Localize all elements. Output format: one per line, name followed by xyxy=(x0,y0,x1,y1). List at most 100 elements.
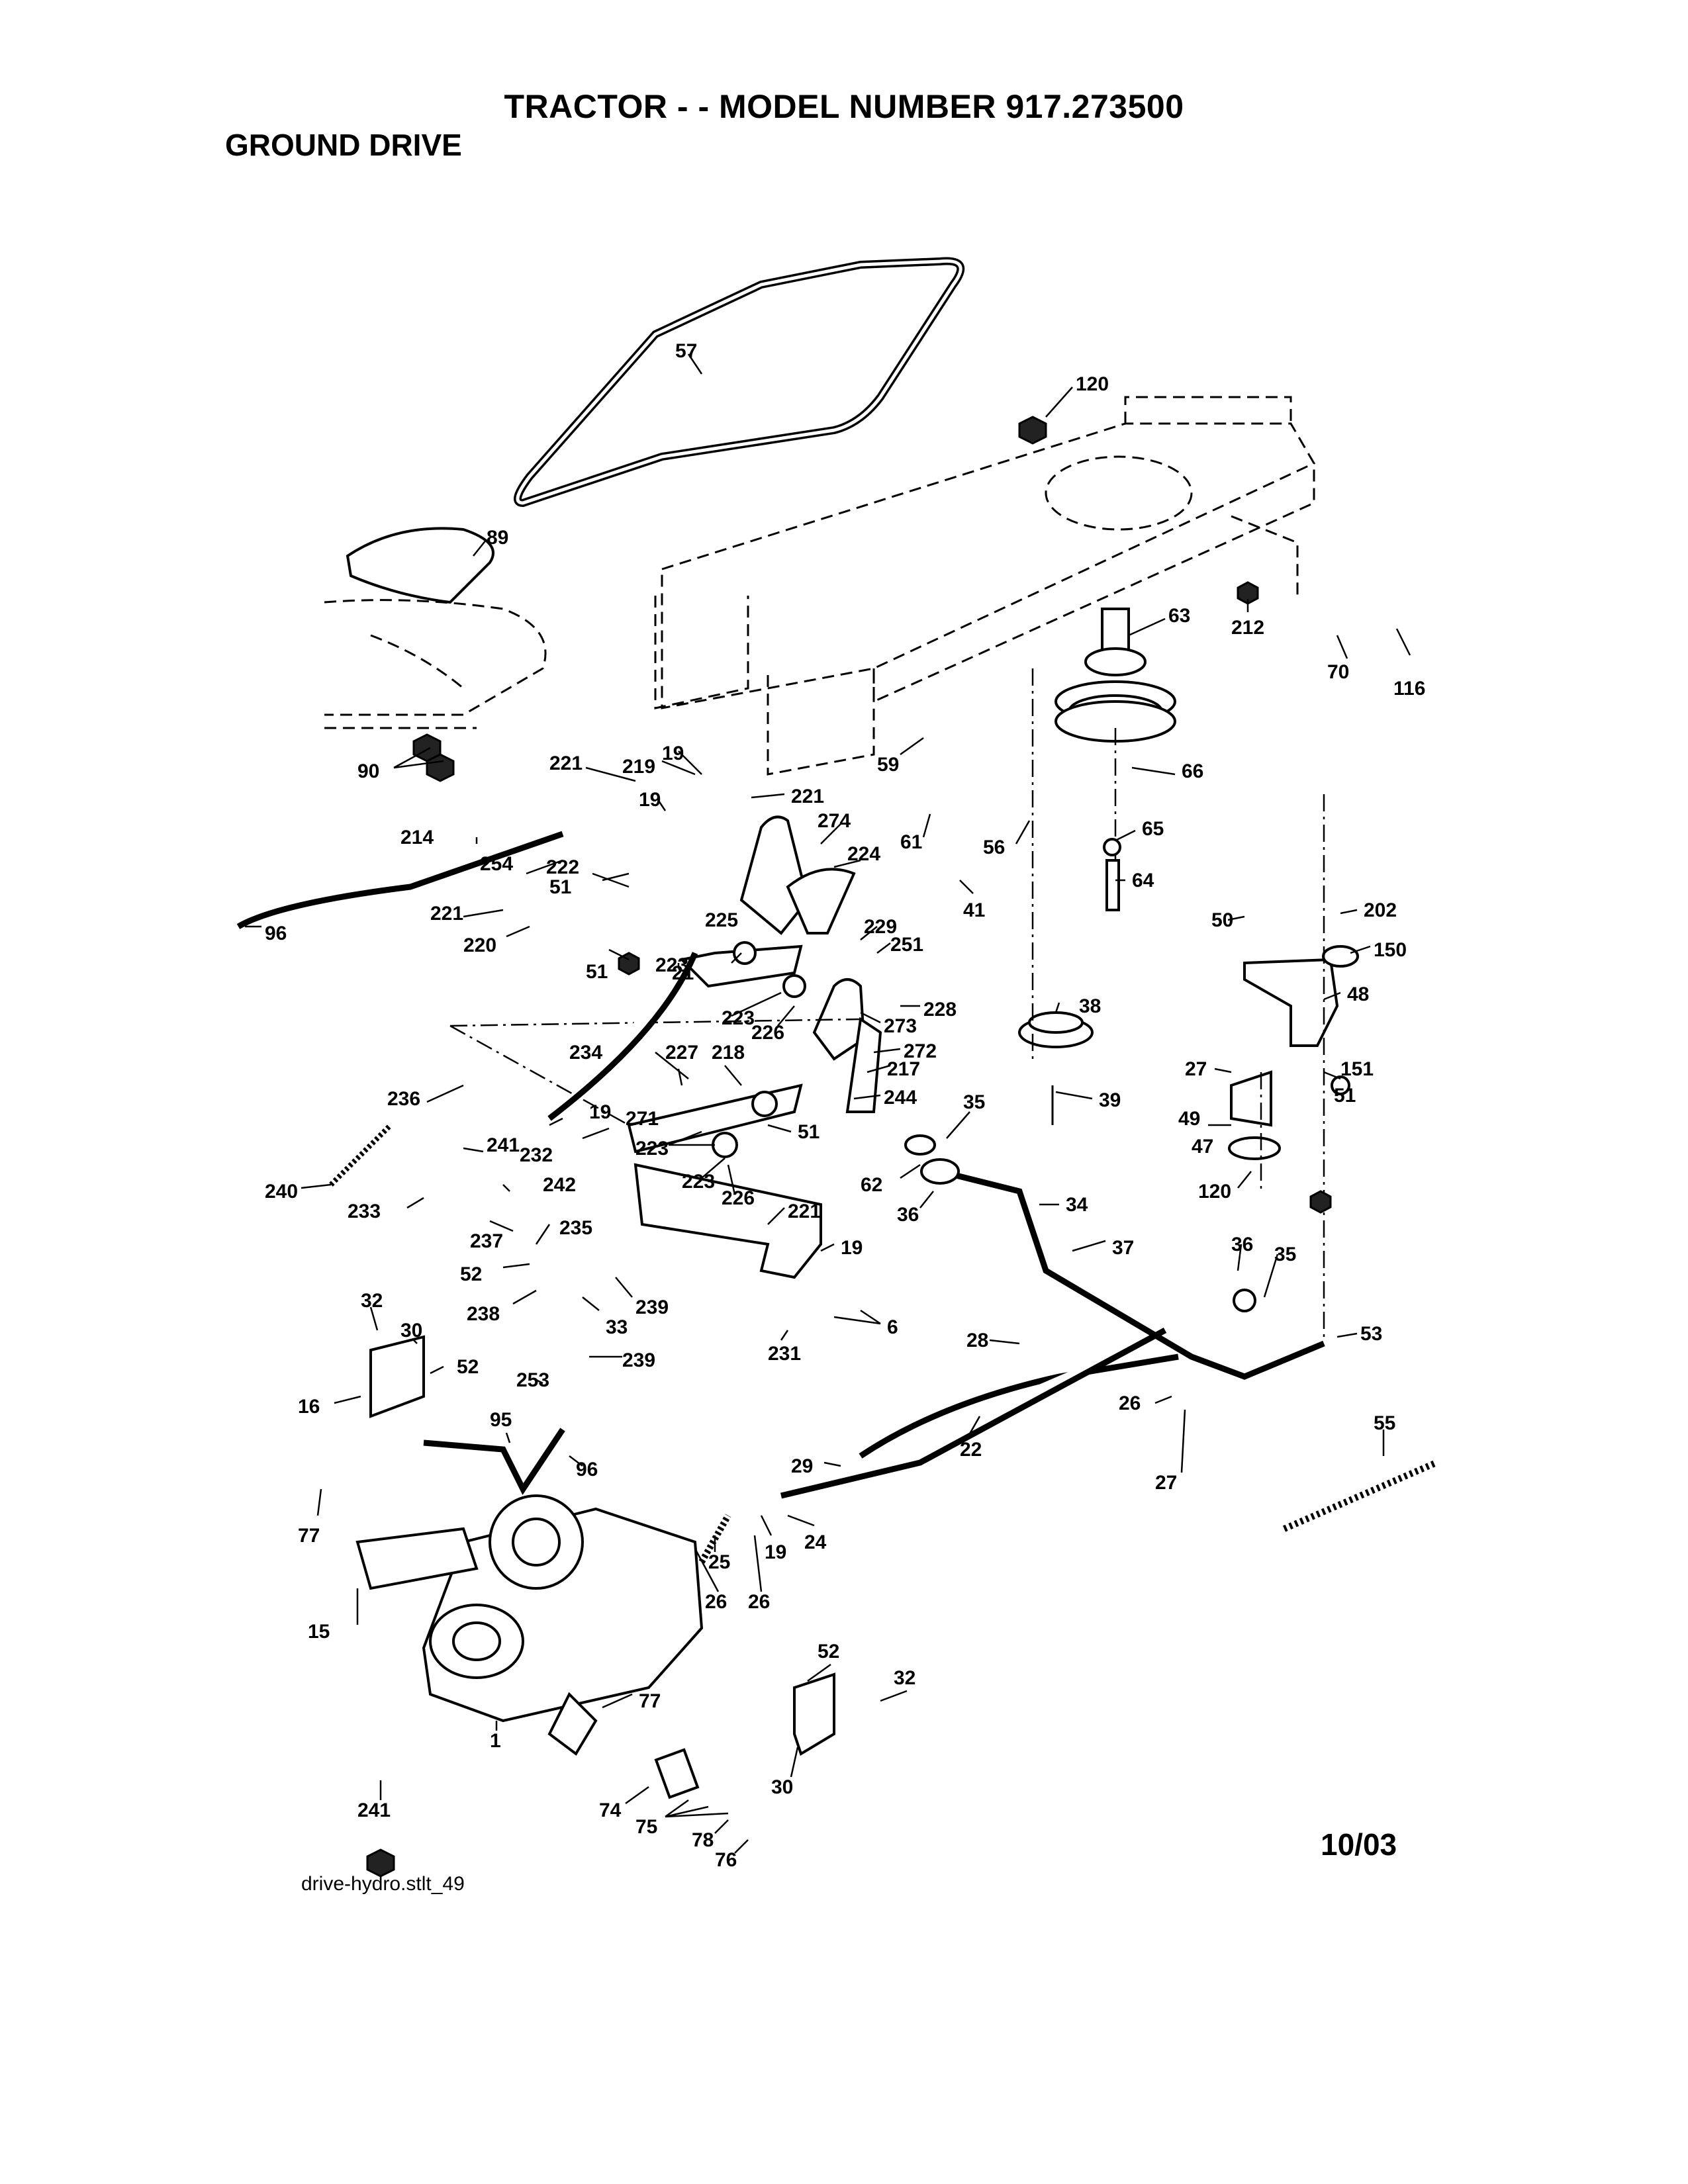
callout-231: 231 xyxy=(768,1343,801,1365)
callout-41: 41 xyxy=(963,899,985,921)
callout-30-a: 30 xyxy=(400,1320,422,1342)
callout-19-a: 19 xyxy=(662,743,684,764)
callout-65: 65 xyxy=(1142,818,1164,840)
callout-39: 39 xyxy=(1099,1089,1121,1111)
callout-50: 50 xyxy=(1211,909,1233,931)
callout-253: 253 xyxy=(516,1369,549,1391)
callout-34: 34 xyxy=(1066,1194,1088,1216)
fender xyxy=(324,527,547,729)
callout-225: 225 xyxy=(705,909,738,931)
callout-49: 49 xyxy=(1178,1108,1200,1130)
callout-151: 151 xyxy=(1340,1058,1374,1080)
callout-221-c: 221 xyxy=(430,903,463,925)
callout-26-a: 26 xyxy=(1119,1392,1141,1414)
callout-218: 218 xyxy=(712,1042,745,1064)
callout-226-b: 226 xyxy=(722,1187,755,1209)
callout-77-a: 77 xyxy=(298,1525,320,1547)
callout-251: 251 xyxy=(890,934,923,956)
callout-53: 53 xyxy=(1360,1323,1382,1345)
callout-237: 237 xyxy=(470,1230,503,1252)
callout-95: 95 xyxy=(490,1409,512,1431)
callout-238: 238 xyxy=(467,1303,500,1325)
callout-240: 240 xyxy=(265,1181,298,1203)
callout-120: 120 xyxy=(1076,373,1109,395)
leader-lines xyxy=(245,353,1411,1854)
callout-116: 116 xyxy=(1393,678,1425,700)
callout-96-a: 96 xyxy=(265,923,287,944)
callout-51-b: 51 xyxy=(586,961,608,983)
callout-239-a: 239 xyxy=(635,1297,669,1318)
callout-235: 235 xyxy=(559,1217,592,1239)
callout-274: 274 xyxy=(818,810,851,832)
callout-22: 22 xyxy=(960,1439,982,1461)
callout-33: 33 xyxy=(606,1316,628,1338)
hardware xyxy=(366,416,1350,1878)
callout-55: 55 xyxy=(1374,1412,1395,1434)
callout-120-b: 120 xyxy=(1198,1181,1231,1203)
callout-74: 74 xyxy=(599,1799,622,1821)
callout-36-b: 36 xyxy=(1231,1234,1253,1255)
callout-16: 16 xyxy=(298,1396,320,1418)
callout-52-c: 52 xyxy=(818,1641,839,1662)
callout-150: 150 xyxy=(1374,939,1407,961)
callout-220: 220 xyxy=(463,934,496,956)
callout-217: 217 xyxy=(887,1058,920,1080)
callout-254: 254 xyxy=(480,853,513,875)
callout-63: 63 xyxy=(1168,605,1190,627)
callout-6: 6 xyxy=(887,1316,898,1338)
callout-66: 66 xyxy=(1182,760,1203,782)
mounting-brackets xyxy=(369,1335,835,1756)
callout-38: 38 xyxy=(1079,995,1101,1017)
callout-61: 61 xyxy=(900,831,922,853)
callout-212: 212 xyxy=(1231,617,1264,639)
callout-239-b: 239 xyxy=(622,1349,655,1371)
callout-226-a: 226 xyxy=(751,1022,784,1044)
callout-52-b: 52 xyxy=(457,1356,479,1378)
callout-241-a: 241 xyxy=(487,1134,520,1156)
callout-224: 224 xyxy=(847,843,880,865)
callout-51-a: 51 xyxy=(549,876,571,898)
callout-15: 15 xyxy=(308,1621,330,1643)
callout-1: 1 xyxy=(490,1730,501,1752)
callout-90: 90 xyxy=(357,760,379,782)
callout-19-b: 19 xyxy=(639,789,661,811)
callout-228: 228 xyxy=(923,999,957,1021)
callout-76: 76 xyxy=(715,1849,737,1871)
callout-221-b: 221 xyxy=(791,786,824,807)
callout-96-b: 96 xyxy=(576,1459,598,1480)
callout-202: 202 xyxy=(1364,899,1397,921)
callout-19-e: 19 xyxy=(765,1541,786,1563)
callout-30-b: 30 xyxy=(771,1776,793,1798)
drive-belt xyxy=(514,257,965,508)
callout-59: 59 xyxy=(877,754,899,776)
callout-51-c: 51 xyxy=(1334,1085,1356,1107)
callout-221-a: 221 xyxy=(549,752,583,774)
callout-labels: 57 120 89 63 212 70 116 90 221 219 19 22… xyxy=(265,340,1425,1871)
page-subtitle: GROUND DRIVE xyxy=(225,128,462,162)
callout-272: 272 xyxy=(904,1040,937,1062)
callout-26-c: 26 xyxy=(748,1591,770,1613)
idler-bracket xyxy=(1228,794,1359,1337)
transaxle xyxy=(355,1494,704,1799)
callout-64: 64 xyxy=(1132,870,1154,891)
callout-62: 62 xyxy=(861,1174,882,1196)
callout-233: 233 xyxy=(348,1201,381,1222)
callout-27-a: 27 xyxy=(1185,1058,1207,1080)
file-reference: drive-hydro.stlt_49 xyxy=(301,1873,465,1895)
callout-223-a: 223 xyxy=(655,954,688,976)
callout-75: 75 xyxy=(635,1816,657,1838)
callout-241-b: 241 xyxy=(357,1799,391,1821)
callout-77-b: 77 xyxy=(639,1690,661,1712)
callout-223-b: 223 xyxy=(722,1007,755,1029)
pulley-assembly xyxy=(1018,608,1176,1125)
callout-236: 236 xyxy=(387,1088,420,1110)
callout-29: 29 xyxy=(791,1455,813,1477)
callout-229: 229 xyxy=(864,916,897,938)
linkage-rods xyxy=(236,831,1325,1499)
callout-21: 21 xyxy=(672,962,694,984)
callout-271: 271 xyxy=(626,1108,659,1130)
callout-48: 48 xyxy=(1347,983,1369,1005)
callout-89: 89 xyxy=(487,527,508,549)
callout-35-b: 35 xyxy=(1274,1244,1296,1265)
callout-19-c: 19 xyxy=(589,1101,611,1123)
